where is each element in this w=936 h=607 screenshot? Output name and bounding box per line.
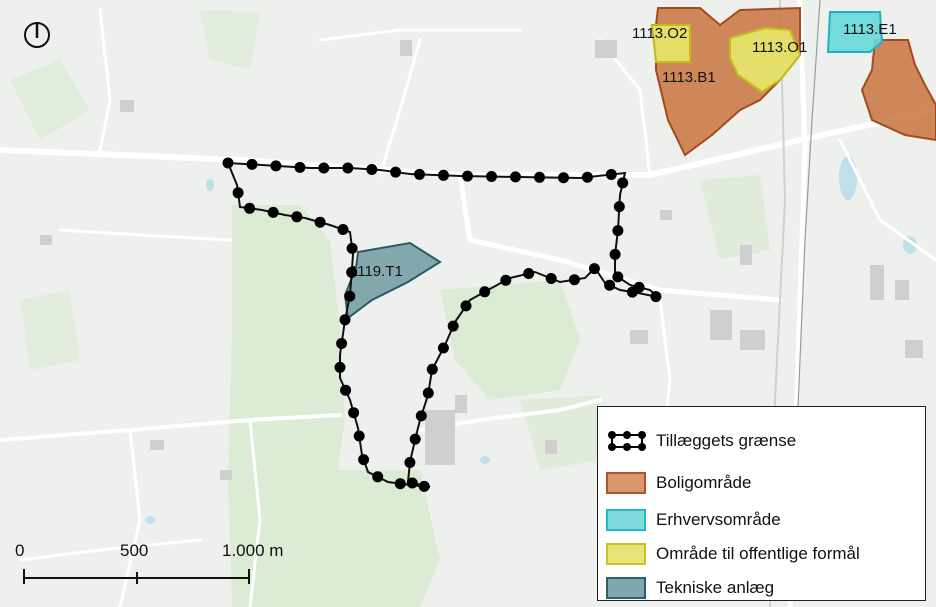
boundary-vertex	[394, 478, 406, 490]
boundary-vertex	[348, 407, 360, 419]
teknisk-swatch	[606, 577, 646, 599]
boundary-vertex	[358, 454, 370, 466]
legend-label-offentlige: Område til offentlige formål	[656, 544, 860, 563]
map-legend: Tillæggets grænse Boligområde Erhvervsom…	[597, 406, 926, 601]
boundary-vertex	[291, 211, 303, 223]
zone-labels: 1113.O2 1113.O1 1113.B1 1113.E1 1119.T1	[350, 21, 897, 280]
zone-offentlige-1113-O2[interactable]	[650, 24, 691, 63]
boundary-vertex	[353, 430, 365, 442]
legend-item-bolig: Boligområde	[606, 469, 751, 497]
legend-label-teknisk: Tekniske anlæg	[656, 578, 775, 597]
boundary-vertex	[510, 171, 521, 183]
north-arrow-icon	[24, 22, 50, 48]
boundary-vertex	[267, 206, 279, 218]
boundary-vertex	[613, 201, 625, 213]
boundary-vertex	[334, 361, 346, 373]
boundary-vertex	[222, 157, 234, 169]
legend-item-boundary: Tillæggets grænse	[606, 427, 796, 455]
boundary-vertex	[342, 162, 354, 174]
boundary-vertex	[346, 266, 358, 278]
boundary-vertex	[270, 160, 282, 172]
boundary-vertex	[318, 162, 330, 174]
boundary-vertex	[500, 274, 512, 286]
boundary-vertex	[409, 433, 421, 445]
zone-label-1113-O1: 1113.O1	[752, 39, 807, 56]
boundary-vertex	[314, 216, 326, 228]
boundary-vertex	[460, 300, 472, 312]
scale-label-1000: 1.000 m	[222, 541, 283, 560]
boundary-vertex	[418, 480, 430, 492]
boundary-vertex	[534, 171, 545, 183]
boundary-vertex	[366, 164, 378, 175]
legend-item-erhverv: Erhvervsområde	[606, 506, 781, 534]
boundary-vertex	[337, 224, 349, 235]
zone-label-1113-O2: 1113.O2	[632, 25, 687, 42]
boundary-vertex	[605, 169, 617, 180]
plan-boundary-vertices	[222, 157, 662, 492]
boundary-vertex	[568, 274, 580, 286]
zone-bolig-east[interactable]	[860, 39, 936, 142]
boundary-vertex	[626, 286, 638, 298]
boundary-vertex	[523, 268, 535, 279]
zone-erhverv-1113-E1[interactable]	[826, 11, 884, 53]
boundary-vertex	[617, 177, 629, 189]
scale-label-0: 0	[15, 541, 24, 560]
scale-label-500: 500	[120, 541, 148, 560]
zone-label-1119-T1: 1119.T1	[350, 263, 403, 280]
boundary-vertex	[244, 202, 256, 214]
zone-offentlige-1113-O1[interactable]	[729, 26, 802, 94]
boundary-vertex	[581, 171, 593, 183]
boundary-vertex	[486, 171, 497, 182]
boundary-vertex	[612, 271, 624, 283]
boundary-vertex	[390, 166, 402, 178]
boundary-vertex	[344, 290, 356, 302]
boundary-vertex	[246, 158, 258, 170]
zone-label-1113-E1: 1113.E1	[843, 21, 897, 38]
boundary-vertex	[406, 477, 418, 489]
boundary-vertex	[294, 161, 306, 173]
boundary-vertex	[346, 242, 358, 254]
railway-line	[794, 0, 821, 481]
boundary-vertex	[340, 384, 352, 396]
boundary-vertex	[447, 320, 459, 332]
boundary-vertex	[437, 342, 449, 354]
boundary-vertex	[609, 248, 621, 260]
legend-item-offentlige: Område til offentlige formål	[606, 540, 860, 568]
boundary-vertex	[232, 187, 244, 199]
boundary-vertex	[604, 279, 616, 291]
boundary-vertex	[414, 168, 425, 180]
zone-label-1113-B1: 1113.B1	[662, 69, 716, 86]
boundary-vertex	[588, 263, 600, 275]
legend-label-bolig: Boligområde	[656, 473, 752, 492]
boundary-vertex	[372, 471, 384, 483]
legend-item-teknisk: Tekniske anlæg	[606, 574, 774, 602]
scale-bar: 0 500 1.000 m	[15, 541, 283, 584]
boundary-vertex	[426, 363, 438, 375]
boundary-vertex	[558, 172, 569, 184]
legend-label-boundary: Tillæggets grænse	[656, 431, 797, 450]
boundary-vertex	[612, 225, 624, 237]
boundary-vertex	[650, 291, 662, 303]
bolig-swatch	[606, 472, 646, 494]
boundary-vertex	[479, 286, 491, 298]
buildings	[40, 40, 923, 480]
boundary-vertex	[545, 273, 557, 284]
boundary-vertex	[438, 169, 449, 181]
boundary-symbol-icon	[608, 431, 646, 451]
offentlige-swatch	[606, 543, 646, 565]
erhverv-swatch	[606, 509, 646, 531]
boundary-vertex	[404, 457, 416, 468]
boundary-vertex	[336, 338, 348, 349]
boundary-vertex	[415, 410, 427, 422]
legend-label-erhverv: Erhvervsområde	[656, 510, 781, 529]
boundary-vertex	[422, 387, 434, 399]
boundary-vertex	[339, 314, 351, 326]
boundary-vertex	[462, 170, 473, 182]
